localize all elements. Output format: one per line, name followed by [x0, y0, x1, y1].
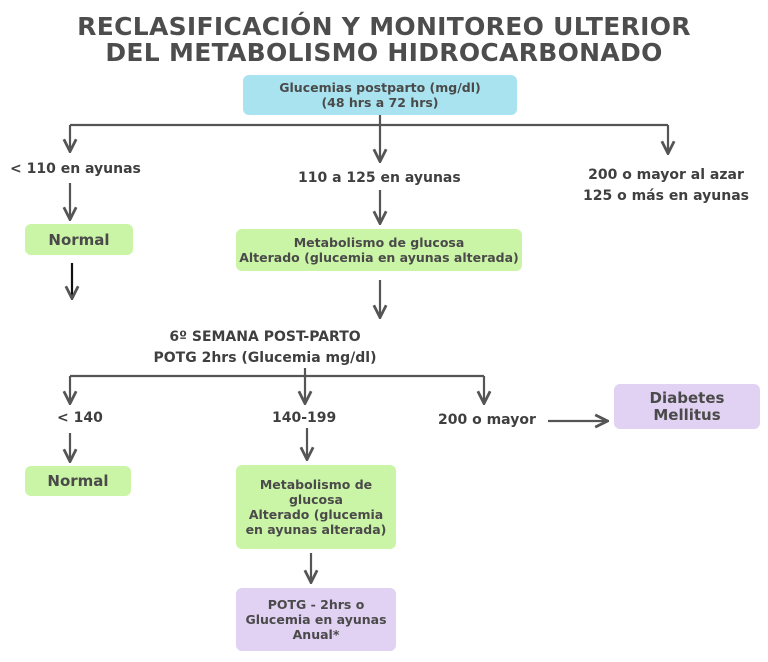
week6-postpartum-label: 6º SEMANA POST-PARTO POTG 2hrs (Glucemia…	[140, 327, 390, 369]
altered-metabolism-2-line1: Metabolismo de	[259, 477, 373, 492]
week6-line2: POTG 2hrs (Glucemia mg/dl)	[153, 350, 377, 366]
altered-metabolism-2-line2: glucosa	[288, 492, 343, 507]
label-140-199: 140-199	[272, 410, 337, 426]
diagram-title-line1: RECLASIFICACIÓN Y MONITOREO ULTERIOR	[77, 12, 691, 41]
label-110-125-fasting: 110 a 125 en ayunas	[298, 170, 461, 186]
label-lt110-fasting: < 110 en ayunas	[10, 161, 141, 177]
diagram-title-line2: DEL METABOLISMO HIDROCARBONADO	[105, 38, 663, 67]
annual-potg-line1: POTG - 2hrs o	[267, 597, 365, 612]
annual-potg-line3: Anual*	[292, 627, 340, 642]
normal-box-2-label: Normal	[47, 472, 109, 490]
normal-box-2: Normal	[25, 466, 131, 496]
altered-metabolism-2-line3: Alterado (glucemia	[248, 507, 384, 522]
week6-line1: 6º SEMANA POST-PARTO	[169, 329, 361, 345]
diabetes-line1: Diabetes	[649, 388, 725, 407]
annual-potg-box: POTG - 2hrs o Glucemia en ayunas Anual*	[236, 588, 396, 651]
diabetes-line2: Mellitus	[653, 405, 721, 424]
postpartum-glycemia-line1: Glucemias postparto (mg/dl)	[279, 80, 481, 95]
annual-potg-line2: Glucemia en ayunas	[245, 612, 387, 627]
normal-box-1: Normal	[25, 224, 133, 255]
altered-metabolism-1-line2: Alterado (glucemia en ayunas alterada)	[239, 250, 519, 265]
altered-metabolism-box-1: Metabolismo de glucosa Alterado (glucemi…	[236, 229, 522, 271]
label-125-fasting-line: 125 o más en ayunas	[582, 188, 750, 204]
label-200-or-more-random: 200 o mayor al azar 125 o más en ayunas	[576, 165, 756, 207]
altered-metabolism-1-line1: Metabolismo de glucosa	[293, 235, 465, 250]
altered-metabolism-box-2: Metabolismo de glucosa Alterado (glucemi…	[236, 465, 396, 549]
postpartum-glycemia-line2: (48 hrs a 72 hrs)	[321, 95, 439, 110]
altered-metabolism-2-line4: en ayunas alterada)	[245, 522, 387, 537]
postpartum-glycemia-box: Glucemias postparto (mg/dl) (48 hrs a 72…	[243, 75, 517, 115]
diabetes-mellitus-box: Diabetes Mellitus	[614, 384, 760, 429]
label-200-random-line: 200 o mayor al azar	[588, 167, 744, 183]
label-200-or-more: 200 o mayor	[438, 412, 536, 428]
normal-box-1-label: Normal	[48, 230, 110, 249]
label-lt140: < 140	[57, 410, 103, 426]
